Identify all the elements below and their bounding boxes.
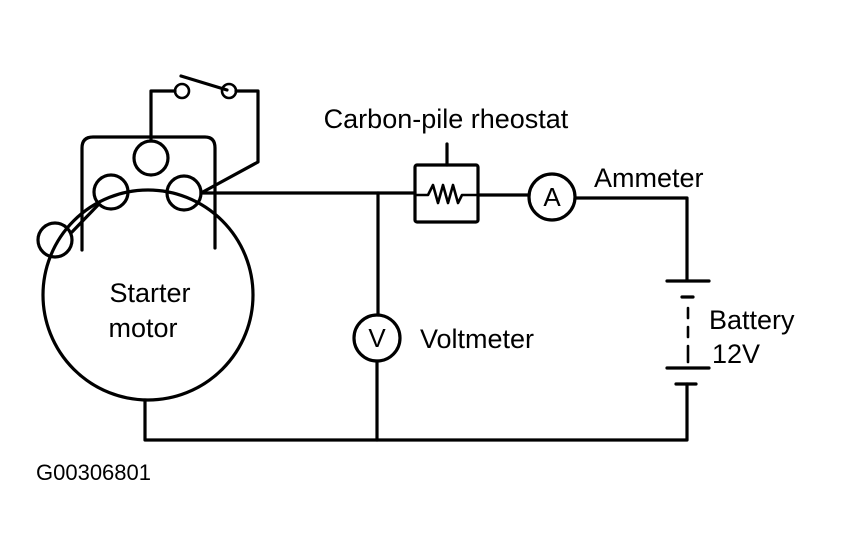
voltmeter-symbol: V [368,323,386,353]
solenoid-housing [80,135,217,252]
ammeter-label: Ammeter [594,163,704,193]
battery-label-line2: 12V [712,339,760,369]
switch-contact-left [173,82,191,100]
carbon-pile-rheostat: Carbon-pile rheostat [324,104,569,224]
starter-motor-label-line1: Starter [109,278,190,308]
figure-id: G00306801 [36,460,151,485]
solenoid-terminal-top [132,139,170,177]
wire-ammeter-battery [573,196,689,282]
voltmeter-label: Voltmeter [420,324,534,354]
starter-motor: Starter motor [36,135,255,402]
wire-ground-return [143,382,689,442]
resistor-zigzag [413,183,480,205]
switch-wire-left [149,89,177,143]
rheostat-label: Carbon-pile rheostat [324,104,569,134]
switch-contact-right [220,82,238,100]
motor-terminal [36,221,74,259]
battery: Battery 12V [665,279,795,386]
starter-motor-label-line2: motor [108,313,177,343]
switch-blade [179,74,229,92]
voltmeter: V Voltmeter [352,191,534,442]
starter-motor-body [41,188,255,402]
terminal-link [70,202,101,234]
solenoid-terminal-left [92,173,130,211]
ammeter: A Ammeter [527,163,704,222]
ignition-switch [149,74,260,195]
ammeter-symbol: A [543,182,561,212]
switch-wire-right [199,89,260,195]
battery-label-line1: Battery [709,305,795,335]
